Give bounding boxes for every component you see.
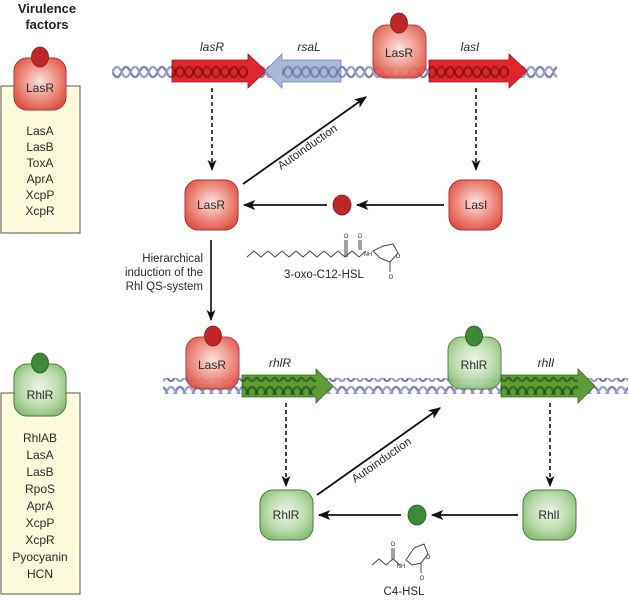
virulence-factor-item: XcpP (26, 516, 55, 530)
las-panel-regulator-label: LasR (26, 81, 54, 95)
las-virulence-panel: LasR LasA LasB ToxA AprA XcpP XcpR (0, 46, 81, 234)
lactone-ring (405, 543, 429, 566)
las-autoinduction-arrow (242, 96, 368, 185)
rhli-synthase-label: RhlI (538, 508, 559, 522)
lactone-ring (372, 243, 399, 263)
atom-nh: NH (364, 252, 373, 258)
virulence-factor-item: LasA (26, 124, 53, 138)
atom-o: O (420, 576, 425, 582)
virulence-factor-item: HCN (27, 567, 53, 581)
signal-molecule-icon (465, 325, 483, 347)
rhl-factor-list: RhlAB LasA LasB RpoS AprA XcpP XcpR PyocyaninHC… (12, 431, 67, 581)
header-line-2: factors (25, 17, 68, 32)
rhl-system: LasR rhlR RhlR rhlI RhlR (163, 325, 628, 598)
atom-o: O (391, 542, 396, 548)
lasi-gene-label: lasI (461, 40, 480, 54)
lasi-synthase-shape (448, 179, 503, 231)
rhl-panel-regulator: RhlR (13, 352, 67, 417)
rhlr-gene-label: rhlR (269, 356, 291, 370)
virulence-factor-item: XcpP (26, 188, 55, 202)
rhlr-receptor: RhlR (259, 489, 314, 541)
3-oxo-c12-hsl-signal-icon (332, 194, 352, 216)
virulence-factor-item: AprA (27, 172, 54, 186)
c4-hsl-structure (371, 543, 429, 573)
las-factor-list: LasA LasB ToxA AprA XcpP XcpR (25, 124, 55, 218)
rhl-panel-regulator-label: RhlR (27, 388, 54, 402)
lasi-synthase-label: LasI (465, 198, 488, 212)
virulence-factor-item: LasB (26, 465, 53, 479)
n-bond (358, 250, 367, 258)
lasr-receptor-label: LasR (197, 198, 225, 212)
lasi-synthase: LasI (448, 179, 503, 231)
rhlr-receptor-shape (259, 489, 314, 541)
signal-molecule-icon (390, 12, 408, 34)
rsal-gene-label: rsaL (297, 40, 320, 54)
c4-hsl-signal-icon (407, 504, 427, 526)
hierarchy-line-1: Hierarchical (142, 253, 203, 265)
hierarchy-line-3: Rhl QS-system (126, 281, 203, 293)
butyryl-chain (371, 558, 401, 566)
lasr-gene-helix-overlay (172, 62, 248, 80)
lasi-gene-helix-overlay (429, 62, 509, 80)
rhl-autoinduction-arrow (316, 407, 442, 496)
virulence-factor-item: Pyocyanin (12, 550, 67, 564)
rhlr-bound-label: RhlR (461, 358, 488, 372)
rhli-synthase: RhlI (522, 489, 577, 541)
rhl-virulence-panel: RhlR RhlAB LasA LasB RpoS AprA XcpP XcpR Pyocya… (0, 352, 81, 595)
rhlr-gene-helix-overlay (242, 377, 316, 395)
virulence-factor-item: ToxA (27, 156, 54, 170)
lasr-bound-promoter: LasR (372, 12, 427, 79)
las-autoinduction-label: Autoinduction (276, 123, 340, 173)
atom-o: O (426, 555, 431, 561)
rhlr-gene: rhlR (241, 356, 334, 404)
lasr-bound-rhlr-promoter: LasR (185, 325, 240, 390)
rhl-panel-box (0, 392, 81, 595)
c4-hsl-label: C4-HSL (384, 586, 426, 598)
atom-o: O (358, 234, 363, 240)
lasr-receptor: LasR (184, 179, 239, 231)
acyl-chain (246, 250, 360, 258)
atom-nh: NH (397, 564, 406, 570)
virulence-factor-item: LasA (26, 448, 53, 462)
rhli-gene-label: rhlI (538, 356, 555, 370)
virulence-factor-item: RpoS (25, 482, 55, 496)
lasr-gene: lasR (171, 40, 267, 89)
rhli-gene-helix-overlay (501, 377, 578, 395)
virulence-factor-item: AprA (27, 499, 54, 513)
lasr-bound-label: LasR (198, 358, 226, 372)
virulence-factor-item: RhlAB (23, 431, 57, 445)
hierarchy-line-2: induction of the (125, 267, 203, 279)
atom-o: O (396, 254, 401, 260)
rsal-gene-helix-overlay (282, 62, 341, 80)
rhl-autoinduction-label: Autoinduction (350, 436, 414, 486)
las-system: lasR rsaL LasR lasI LasR (112, 12, 557, 281)
lasr-gene-label: lasR (200, 40, 224, 54)
virulence-factors-header: Virulence factors (18, 1, 76, 32)
signal-molecule-icon (31, 46, 49, 68)
3-oxo-c12-hsl-label: 3-oxo-C12-HSL (284, 269, 364, 281)
virulence-factor-item: LasB (26, 140, 53, 154)
lasr-receptor-shape (184, 179, 239, 231)
rhlr-receptor-label: RhlR (273, 508, 300, 522)
atom-o: O (389, 275, 394, 281)
lasi-gene: lasI (428, 40, 528, 89)
atom-o: O (344, 234, 349, 240)
rsal-gene: rsaL (264, 40, 342, 89)
header-line-1: Virulence (18, 1, 76, 16)
rhli-synthase-shape (522, 489, 577, 541)
virulence-factor-item: XcpR (25, 204, 55, 218)
signal-molecule-icon (204, 325, 222, 347)
hierarchical-induction: Hierarchical induction of the Rhl QS-sys… (125, 240, 216, 322)
rhlr-bound-promoter: RhlR (447, 325, 502, 390)
signal-molecule-icon (31, 352, 49, 374)
las-panel-regulator: LasR (13, 46, 67, 111)
lasr-bound-label: LasR (385, 46, 413, 60)
rhli-gene: rhlI (500, 356, 596, 404)
virulence-factor-item: XcpR (25, 533, 55, 547)
3-oxo-c12-hsl-structure (246, 240, 399, 272)
